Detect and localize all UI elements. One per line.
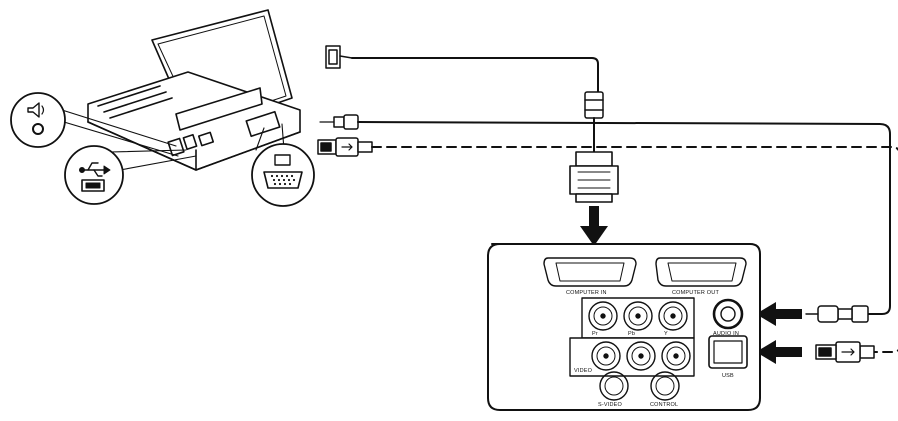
pr-label: Pr: [592, 331, 598, 337]
audio-plug-left: [319, 114, 359, 130]
audio-in-label: AUDIO IN: [713, 331, 739, 337]
vga-port-icon: [251, 143, 315, 207]
computer-out-port: [655, 257, 747, 287]
usb-port: [708, 335, 748, 369]
computer-in-label: COMPUTER IN: [566, 290, 607, 296]
computer-in-port: [543, 257, 637, 287]
vga-plug-left: [325, 45, 353, 69]
laptop-icon: [87, 9, 301, 171]
usb-label: USB: [722, 373, 734, 379]
arrow-down-icon: [580, 206, 608, 246]
pb-label: Pb: [628, 331, 635, 337]
vga-cable: [351, 57, 599, 93]
vga-plug-right: [569, 151, 619, 203]
audio-plug-right: [805, 305, 869, 323]
video-ports: [569, 337, 695, 377]
control-port: [650, 371, 680, 401]
projector-panel: COMPUTER IN COMPUTER OUT Pr Pb Y AUDIO I…: [487, 243, 761, 411]
control-label: CONTROL: [650, 402, 678, 408]
computer-out-label: COMPUTER OUT: [672, 290, 719, 296]
s-video-port: [599, 371, 629, 401]
component-ports: [581, 297, 695, 339]
callout-lines: [61, 109, 285, 171]
usb-plug-right: [815, 341, 875, 363]
arrow-left-icon: [756, 302, 802, 326]
usb-plug-left: [317, 137, 373, 157]
arrow-left-icon: [756, 340, 802, 364]
audio-in-jack: [712, 298, 744, 330]
usb-symbol-icon: [64, 145, 124, 205]
audio-cable: [357, 121, 891, 315]
y-label: Y: [664, 331, 668, 337]
s-video-label: S-VIDEO: [598, 402, 623, 408]
video-label: VIDEO: [574, 368, 593, 374]
speaker-icon: [10, 92, 66, 148]
